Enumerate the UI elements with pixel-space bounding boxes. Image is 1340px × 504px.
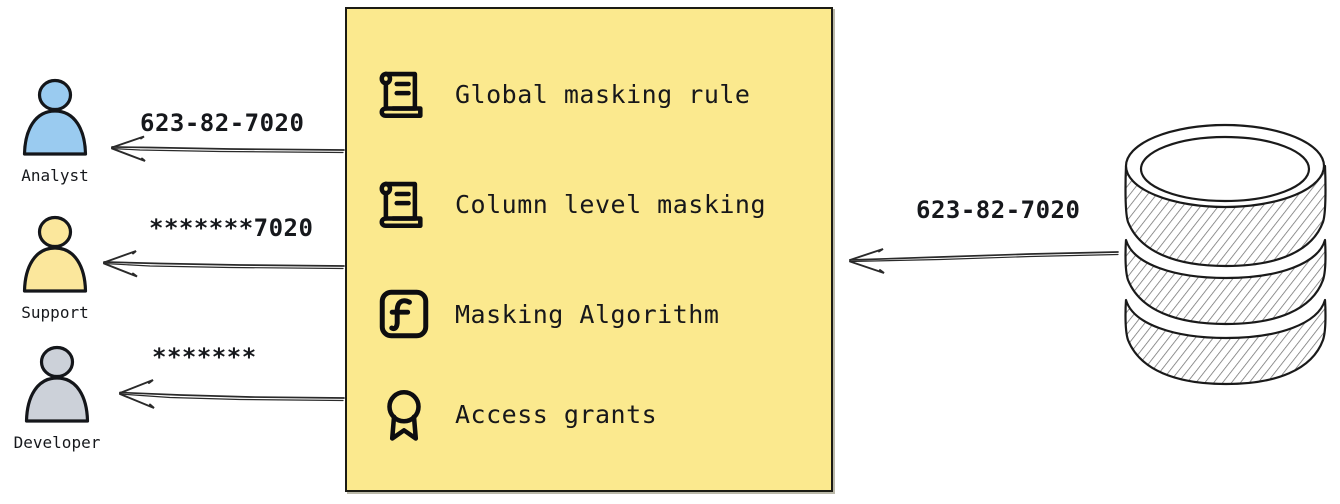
policy-label: Global masking rule [455, 79, 751, 109]
database-cylinder-icon[interactable] [1118, 118, 1333, 398]
person-icon [22, 215, 88, 293]
policy-label: Masking Algorithm [455, 299, 720, 329]
person-icon [22, 78, 88, 156]
arrow-left-analyst [111, 135, 345, 162]
policy-label: Access grants [455, 399, 658, 429]
actor-developer[interactable]: Developer [2, 345, 112, 452]
arrow-left-database [849, 248, 1119, 274]
flow-label-support: *******7020 [149, 214, 314, 242]
actor-label: Developer [13, 433, 101, 452]
actor-label: Analyst [21, 166, 89, 185]
actor-support[interactable]: Support [0, 215, 110, 322]
person-icon [24, 345, 90, 423]
arrow-left-developer [119, 379, 345, 409]
flow-label-developer: ******* [152, 343, 257, 371]
policy-panel: Global masking rule Column level masking… [345, 7, 833, 492]
actor-label: Support [21, 303, 89, 322]
policy-row[interactable]: Column level masking [375, 175, 766, 233]
policy-row[interactable]: Global masking rule [375, 65, 750, 123]
scroll-icon [379, 181, 423, 229]
scroll-icon [379, 71, 423, 119]
award-ribbon-icon [387, 389, 421, 441]
flow-label-database: 623-82-7020 [916, 196, 1081, 224]
policy-row[interactable]: Masking Algorithm [375, 285, 719, 343]
flow-label-analyst: 623-82-7020 [140, 109, 305, 137]
policy-row[interactable]: Access grants [375, 385, 657, 443]
arrow-left-support [103, 250, 345, 278]
policy-label: Column level masking [455, 189, 767, 219]
function-box-icon [379, 289, 429, 339]
actor-analyst[interactable]: Analyst [0, 78, 110, 185]
